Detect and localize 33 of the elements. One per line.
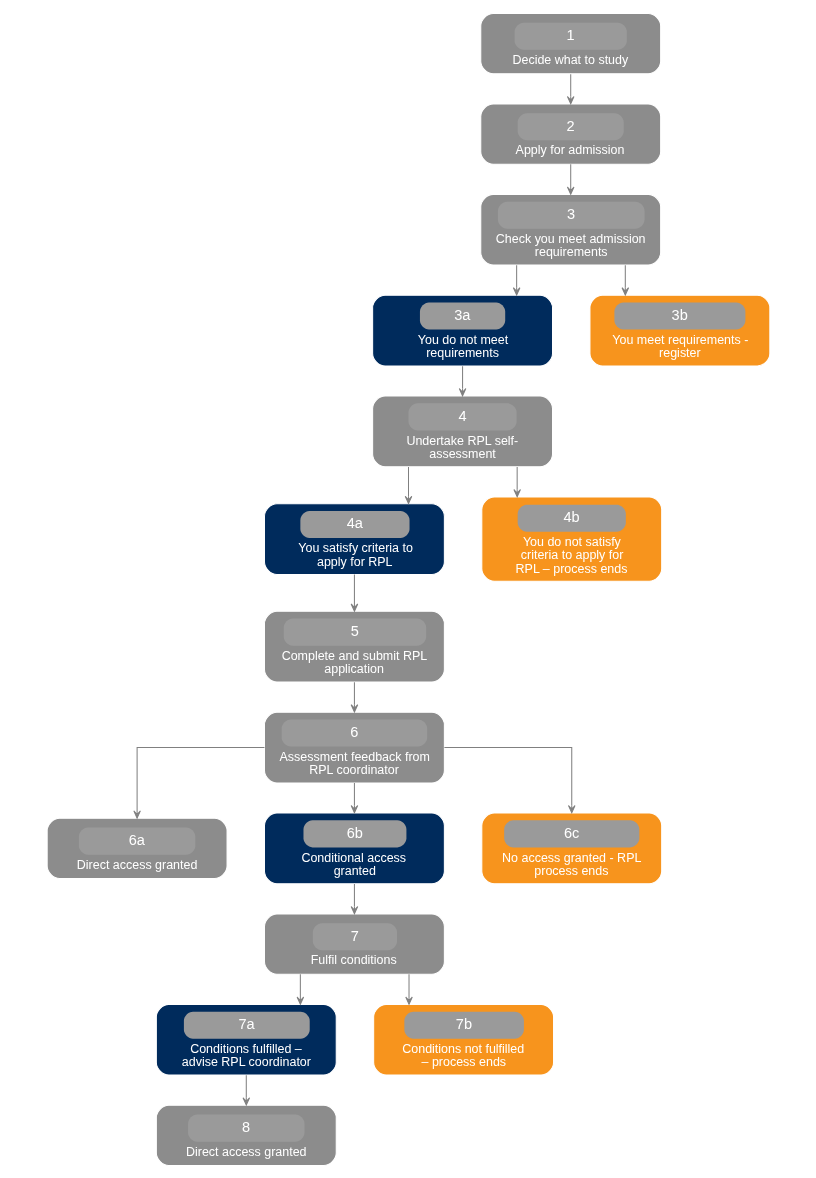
node-box: 3 Check you meet admission requirements [479,193,661,266]
node-box: 1 Decide what to study [479,12,661,74]
node-box: 3b You meet requirements - register [588,294,770,366]
node-box: 7 Fulfil conditions [263,912,445,975]
arrow [350,782,358,813]
arrow [296,973,304,1005]
node-box: 3a You do not meet requirements [371,294,553,366]
arrow [350,681,358,712]
arrow [458,365,466,396]
arrow [242,1074,250,1106]
node-box: 4a You satisfy criteria to apply for RPL [263,502,445,575]
arrow [512,264,520,295]
arrow [350,883,358,914]
node-box: 4b You do not satisfy criteria to apply for RPL – process ends [480,495,662,582]
node-box: 6a Direct access granted [46,817,228,879]
arrow [404,973,413,1005]
node-box: 2 Apply for admission [479,102,661,165]
node-box: 7a Conditions fulfilled – advise RPL coordinator [155,1003,337,1076]
node-box: 6c No access granted - RPL process ends [480,812,662,884]
arrow [566,73,574,104]
arrow [350,573,358,612]
node-box: 4 Undertake RPL self-assessment [371,395,553,467]
arrow [443,746,576,813]
node-box: 8 Direct access granted [155,1104,337,1166]
arrow [566,163,574,195]
arrow [132,746,265,819]
arrow [512,465,521,497]
arrow [621,264,629,295]
arrow [404,465,412,504]
node-box: 6 Assessment feedback from RPL coordinator [263,711,445,783]
node-box: 7b Conditions not fulfilled – process ends [372,1003,554,1076]
node-box: 5 Complete and submit RPL application [263,610,445,683]
node-box: 6b Conditional access granted [263,812,445,884]
